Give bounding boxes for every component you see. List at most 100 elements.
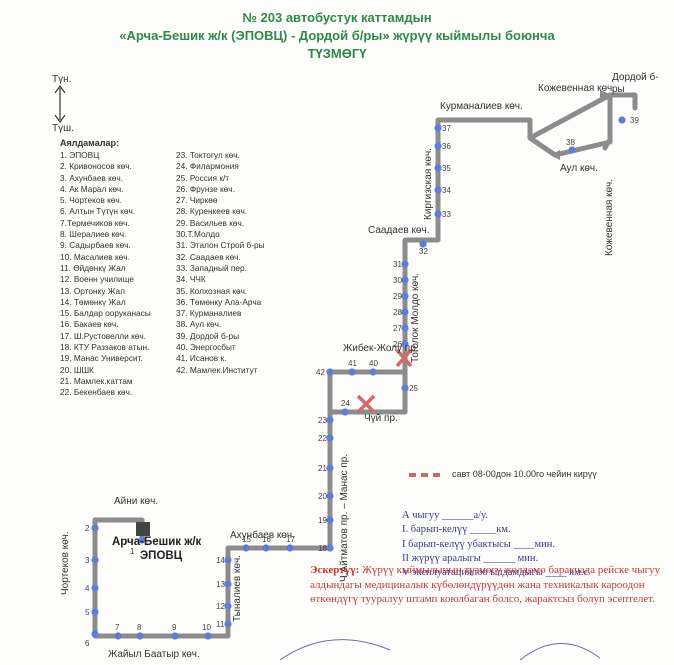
form-line-2: I. барып-келүү _____км. (402, 524, 511, 535)
street-label-ahunbaev: Ахунбаев көч. (230, 530, 295, 541)
stop-list-item: 28. Куренкеев көч. (176, 206, 248, 217)
stop-list-item: 18. КТУ Раззаков атын. (60, 342, 150, 353)
stop-list-item: 6. Алтын Түтүн көч. (60, 206, 136, 217)
stop-list-item: 42. Мамлек.Институт (176, 364, 258, 375)
stop-marker (618, 116, 626, 124)
stop-marker (401, 292, 409, 300)
stop-number-label: 19 (318, 516, 327, 525)
stop-marker (401, 324, 409, 332)
stop-list-item: 24. Филармония (176, 161, 239, 172)
stop-list-item: 12. Военн училище (60, 274, 134, 285)
stop-number-label: 1 (130, 547, 135, 556)
street-label-ayni: Айни көч. (114, 496, 159, 507)
stop-number-label: 5 (85, 608, 90, 617)
stop-marker (326, 368, 334, 376)
stop-list-item: 13. Ортонку Жал (60, 285, 126, 296)
closure-legend-text: савт 08-00дон 10.00го чейин кирүү (452, 469, 597, 479)
stop-number-label: 32 (419, 247, 428, 256)
form-line-4: II жүрүү аралыгы ______ мин. (402, 553, 539, 564)
street-label-jibek: Жибек-Жолу пр. (343, 343, 419, 354)
stop-list-item: 34. ЧЧК (176, 274, 206, 285)
street-label-chuy: Чүй пр. (364, 413, 398, 424)
stop-marker (326, 492, 334, 500)
stop-number-label: 3 (85, 556, 90, 565)
stop-list-item: 41. Исанов к. (176, 353, 227, 364)
stop-marker (171, 632, 179, 640)
stop-marker (434, 164, 442, 172)
stop-number-label: 11 (216, 620, 225, 629)
street-label-togolok: Тоголок Молдо көч. (410, 272, 421, 363)
stop-number-label: 13 (216, 580, 225, 589)
stop-marker (434, 186, 442, 194)
stop-number-label: 12 (216, 602, 225, 611)
stop-number-label: 18 (318, 544, 327, 553)
stamp-arcs (279, 639, 601, 661)
stop-list-item: 10. Масалиев көч. (60, 251, 130, 262)
stop-list-item: 39. Дордой б-ры (176, 330, 240, 341)
compass-arrow-icon (54, 84, 66, 124)
note-text: Жүрүү кыймылынын түзмөгү жолдомо баракча… (310, 564, 661, 605)
stop-number-label: 31 (393, 260, 402, 269)
stop-marker (341, 408, 349, 416)
stop-number-label: 10 (202, 623, 211, 632)
stop-marker (401, 260, 409, 268)
stop-number-label: 6 (85, 639, 90, 648)
stop-marker (286, 544, 294, 552)
stop-marker (369, 368, 377, 376)
stop-list-item: 15. Балдар ооруканасы (60, 308, 151, 319)
stop-number-label: 9 (172, 623, 177, 632)
stop-list-item: 36. Төмөнку Ала-Арча (176, 296, 262, 307)
stop-number-label: 33 (442, 210, 451, 219)
stop-list-item: 2. Кривоносов көч. (60, 161, 132, 172)
direction-arrow-icon (550, 90, 612, 160)
stop-list-item: 23. Токтогул көч. (176, 150, 240, 160)
stop-marker (434, 124, 442, 132)
stop-number-label: 25 (409, 384, 418, 393)
map-title-line2: «Арча-Бешик ж/к (ЭПОВЦ) - Дордой б/ры» ж… (119, 28, 555, 43)
stop-marker (138, 536, 146, 544)
stop-number-label: 22 (318, 434, 327, 443)
stop-list-item: 8. Шералиев көч. (60, 229, 127, 240)
stop-number-label: 21 (318, 464, 327, 473)
stop-number-label: 34 (442, 186, 451, 195)
stop-marker (434, 142, 442, 150)
south-label: Түш. (52, 123, 74, 134)
form-line-3: I барып-келүү убактысы ____мин. (402, 539, 555, 550)
stop-number-label: 23 (318, 416, 327, 425)
stop-number-label: 20 (318, 492, 327, 501)
note-label: Эскертүү: (310, 564, 360, 576)
stop-number-label: 16 (262, 535, 271, 544)
stop-marker (326, 544, 334, 552)
stop-marker (326, 416, 334, 424)
stop-list-item: 16. Бакаев көч. (60, 319, 119, 330)
stop-marker (204, 632, 212, 640)
stop-marker (326, 464, 334, 472)
stop-list-item: 1. ЭПОВЦ (60, 150, 100, 160)
terminal-marker (136, 522, 150, 536)
street-label-tynaliev: Тыналиев көч. (232, 555, 243, 622)
stop-marker (91, 608, 99, 616)
form-line-1: А чыгуу ______а/у. (402, 510, 488, 521)
stop-marker (91, 584, 99, 592)
stop-list-item: 14. Төмөнкү Жал (60, 296, 126, 307)
stop-list-item: 20. ШШК (60, 364, 94, 375)
stop-list-item: 26. Фрунзе көч. (176, 183, 235, 194)
stop-marker (242, 544, 250, 552)
stop-marker (224, 602, 232, 610)
stop-list-item: 7.Термечиков көч. (60, 217, 130, 228)
street-label-saadaev: Саадаев көч. (368, 225, 430, 236)
map-title-line3: ТҮЗМӨГҮ (307, 46, 367, 61)
terminal-label-line2: ЭПОВЦ (140, 550, 183, 562)
stop-list-item: 38. Аул көч. (176, 319, 222, 330)
stop-marker (136, 632, 144, 640)
stop-list-item: 40. Энергосбыт (176, 342, 236, 353)
stop-marker (224, 556, 232, 564)
street-label-chortekov: Чортеков көч. (60, 531, 71, 595)
stop-list-item: 25. Россия к/т (176, 172, 230, 183)
stop-list-item: 3. Ахунбаев көч. (60, 172, 124, 183)
note-block: Эскертүү: Жүрүү кыймылынын түзмөгү жолдо… (310, 563, 665, 607)
street-label-kojevennaya-right: Кожевенная көч. (604, 178, 615, 256)
